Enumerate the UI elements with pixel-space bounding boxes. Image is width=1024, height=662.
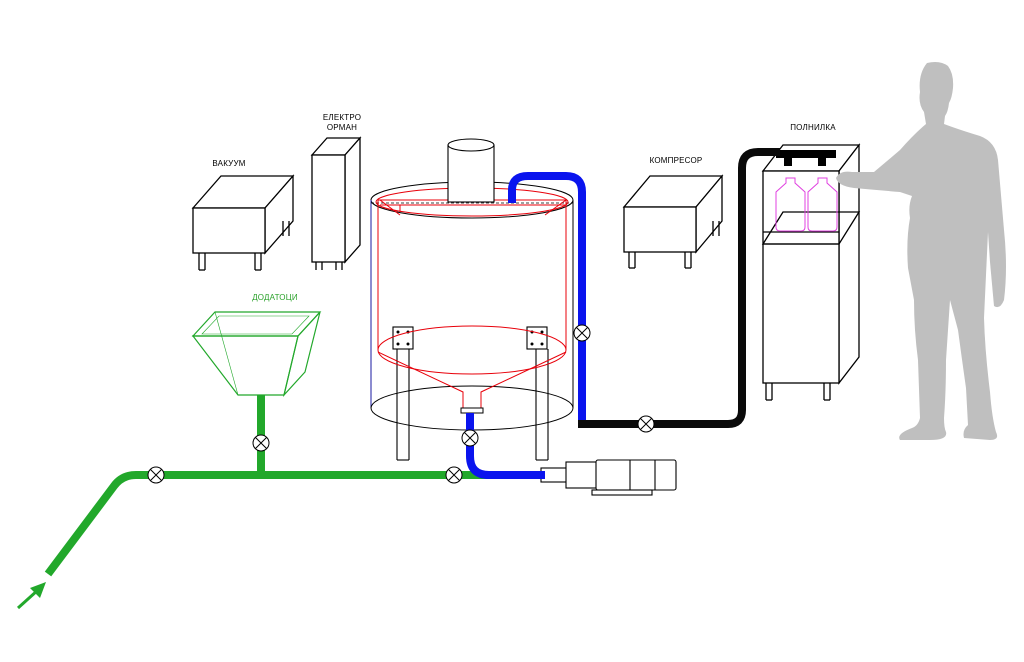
product-line [466,172,586,479]
valve-icon[interactable] [461,429,479,447]
feed-line [44,395,500,577]
additives-hopper [191,311,322,398]
vacuum-unit [191,174,295,271]
cabinet-label-line1: ЕЛЕКТРО [323,113,361,122]
valve-icon[interactable] [252,434,270,452]
electrical-cabinet [310,136,362,270]
mixing-tank [370,138,574,461]
filler-label: ПОЛНИЛКА [790,123,836,132]
vacuum-label: ВАКУУМ [212,159,245,168]
filler-head [776,150,836,166]
valve-icon[interactable] [147,466,165,484]
pump-unit [540,459,677,496]
valve-icon[interactable] [573,324,591,342]
person-silhouette [836,62,1006,440]
filling-line [578,148,780,428]
arrow-up-right-icon [16,582,46,610]
valve-icon[interactable] [445,466,463,484]
compressor-label: КОМПРЕСОР [650,156,703,165]
cabinet-label-line2: ОРМАН [327,123,357,132]
valve-icon[interactable] [637,415,655,433]
compressor-unit [622,174,724,269]
bottles [775,177,838,232]
additives-label: ДОДАТОЦИ [252,293,298,302]
